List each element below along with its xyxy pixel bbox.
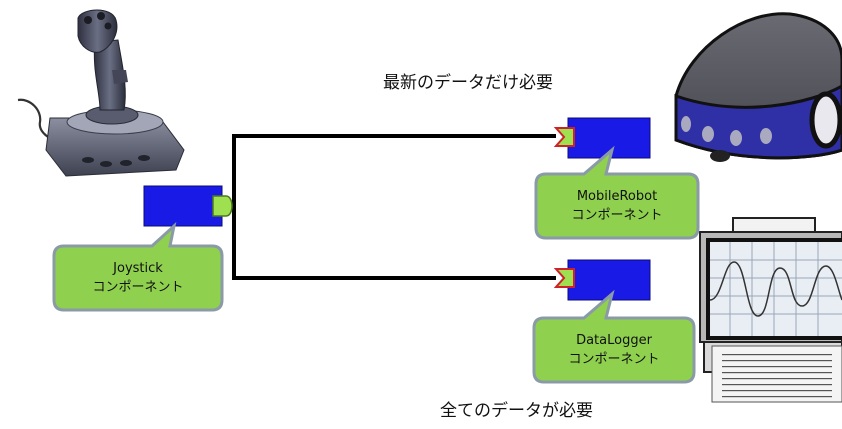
datalogger-component[interactable]: [553, 259, 651, 301]
joystick-component[interactable]: [143, 185, 233, 227]
wire-branch-logger: [232, 206, 556, 280]
oscilloscope-icon: [699, 217, 842, 403]
mobilerobot-subtitle: コンポーネント: [571, 208, 663, 223]
mobilerobot-inport: [553, 127, 575, 147]
mobilerobot-component[interactable]: [553, 117, 651, 159]
mobilerobot-callout: [534, 145, 700, 240]
joystick-callout-text: Joystick コンポーネント: [54, 259, 222, 297]
bottom-label: 全てのデータが必要: [440, 401, 593, 421]
connector-wires: [228, 134, 556, 280]
datalogger-name: DataLogger: [576, 333, 652, 348]
datalogger-callout: [532, 289, 696, 384]
wire-trunk: [228, 134, 556, 208]
joystick-outport: [212, 195, 233, 217]
datalogger-inport: [553, 268, 575, 288]
mobilerobot-callout-text: MobileRobot コンポーネント: [536, 187, 698, 225]
datalogger-subtitle: コンポーネント: [568, 352, 660, 367]
mobilerobot-name: MobileRobot: [576, 189, 658, 204]
joystick-name: Joystick: [113, 261, 163, 276]
top-label: 最新のデータだけ必要: [383, 73, 553, 93]
robot-icon: [674, 12, 842, 162]
datalogger-callout-text: DataLogger コンポーネント: [534, 331, 694, 369]
joystick-icon: [17, 9, 185, 177]
joystick-subtitle: コンポーネント: [92, 280, 184, 295]
joystick-callout: [52, 221, 224, 312]
